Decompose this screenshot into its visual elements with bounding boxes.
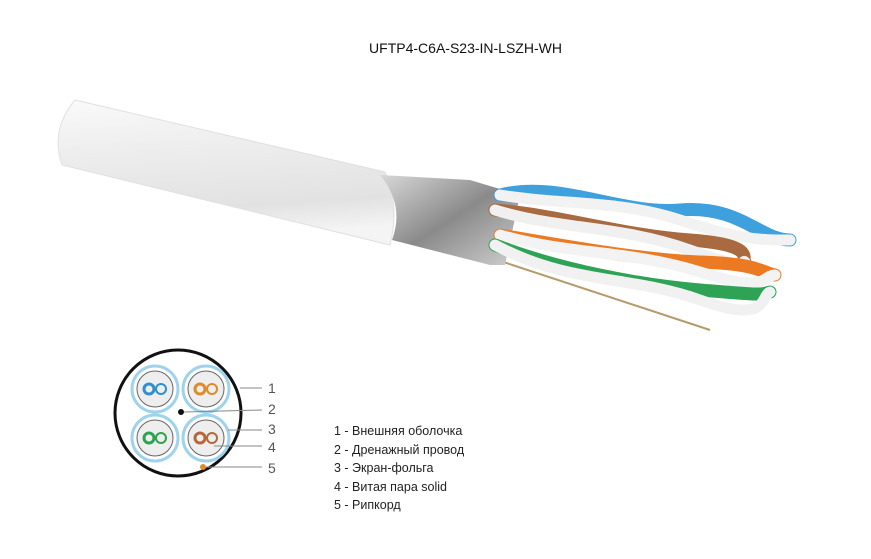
legend-item: 2 - Дренажный провод bbox=[334, 442, 465, 457]
drain-wire-dot bbox=[178, 409, 184, 415]
outer-jacket bbox=[113, 348, 243, 478]
callout-lines bbox=[183, 387, 263, 468]
pair-green bbox=[130, 413, 180, 463]
legend-item: 3 - Экран-фольга bbox=[334, 461, 434, 475]
callout-5: 5 bbox=[268, 460, 276, 476]
legend-item: 4 - Витая пара solid bbox=[334, 479, 447, 494]
pair-brown bbox=[181, 413, 231, 463]
product-title: UFTP4-C6A-S23-IN-LSZH-WH bbox=[369, 40, 562, 56]
pair-orange bbox=[181, 364, 231, 414]
legend: 1 - Внешняя оболочка 2 - Дренажный прово… bbox=[334, 422, 464, 515]
ripcord-dot bbox=[200, 464, 206, 470]
callout-4: 4 bbox=[268, 439, 276, 455]
legend-item: 5 - Рипкорд bbox=[334, 498, 401, 512]
legend-item: 1 - Внешняя оболочка bbox=[334, 424, 463, 438]
callout-3: 3 bbox=[268, 421, 276, 437]
callout-2: 2 bbox=[268, 401, 276, 417]
twisted-pairs bbox=[488, 184, 797, 316]
pair-blue bbox=[130, 364, 180, 414]
foil-shield bbox=[380, 175, 520, 265]
callout-1: 1 bbox=[268, 380, 276, 396]
